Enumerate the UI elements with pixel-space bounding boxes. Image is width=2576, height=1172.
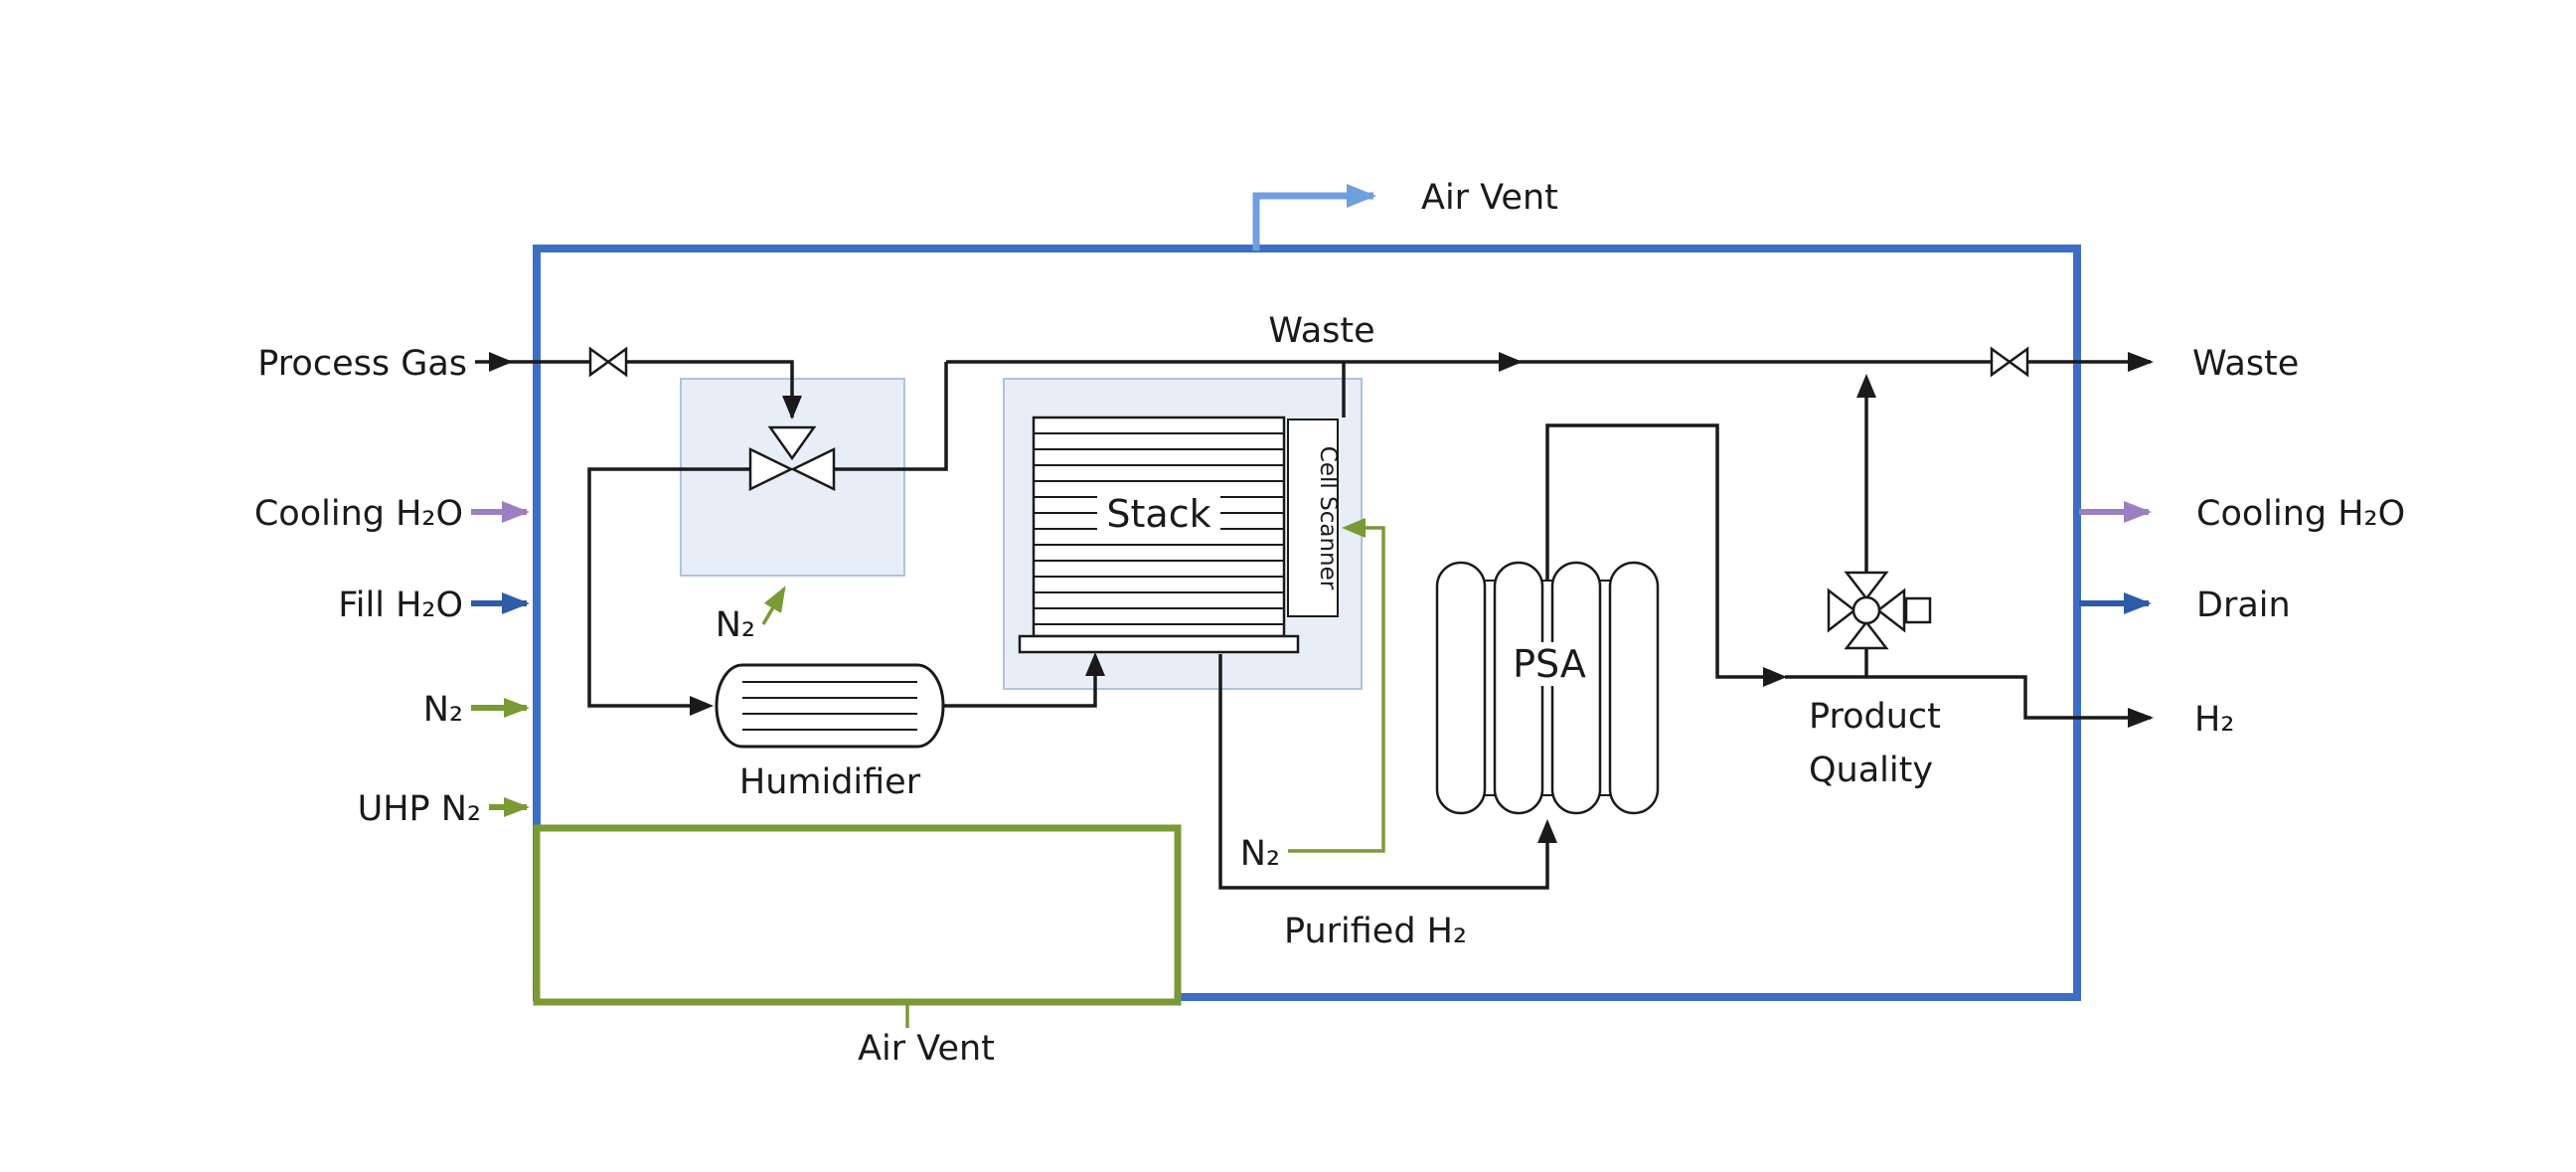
waste-valve-icon bbox=[1990, 346, 2029, 378]
humidifier-to-stack-line bbox=[943, 676, 1097, 708]
air-vent-box bbox=[533, 824, 1182, 1006]
h2-outlet-line bbox=[1785, 675, 2154, 728]
n2-in-label: N₂ bbox=[423, 690, 463, 730]
arrowhead bbox=[1763, 667, 1787, 687]
process-gas-label: Process Gas bbox=[257, 344, 467, 384]
cell-scanner-label: Cell Scanner bbox=[1315, 446, 1341, 590]
arrowhead bbox=[782, 396, 802, 419]
stack-label-bg bbox=[1097, 489, 1220, 535]
process-gas-valve-icon bbox=[588, 346, 628, 378]
waste-header-label: Waste bbox=[1268, 311, 1374, 351]
psa-vessel bbox=[1550, 561, 1602, 815]
air-vent-top-line bbox=[1252, 184, 1376, 251]
valves bbox=[588, 346, 2029, 650]
system-enclosure-border bbox=[533, 245, 2081, 1001]
cooling-h2o-out-label: Cooling H₂O bbox=[2196, 494, 2405, 534]
n2-humidifier-label: N₂ bbox=[716, 605, 755, 645]
product-quality-label-line1: Product bbox=[1809, 697, 1941, 737]
flow-arrowheads bbox=[489, 352, 1876, 843]
psa-vessel bbox=[1435, 561, 1487, 815]
cell-scanner-box bbox=[1287, 419, 1339, 617]
psa-vessel bbox=[1608, 561, 1660, 815]
purified-h2-line bbox=[1218, 654, 1549, 890]
uhp-n2-label: UHP N₂ bbox=[358, 789, 481, 829]
humidifier-vessel bbox=[715, 663, 945, 749]
air-vent-bottom-label: Air Vent bbox=[858, 1029, 995, 1069]
stack-assembly bbox=[1018, 416, 1339, 654]
black-piping bbox=[475, 352, 2154, 890]
stack-end-plate bbox=[1018, 634, 1300, 654]
h2-out-label: H₂ bbox=[2194, 700, 2234, 740]
stack-label: Stack bbox=[1106, 492, 1210, 536]
arrowhead bbox=[1342, 518, 1366, 538]
arrowhead bbox=[1085, 652, 1105, 676]
product-quality-valve-icon bbox=[1827, 571, 1932, 650]
stack-plates bbox=[1034, 432, 1284, 625]
air-vent-top-label: Air Vent bbox=[1421, 178, 1558, 218]
waste-out-label: Waste bbox=[2192, 344, 2299, 384]
fill-h2o-label: Fill H₂O bbox=[338, 586, 463, 625]
psa-product-line bbox=[1545, 423, 1763, 679]
arrowhead bbox=[1537, 819, 1557, 843]
bypass-to-waste-line bbox=[834, 362, 948, 471]
psa-vessel bbox=[1493, 561, 1544, 815]
psa-label: PSA bbox=[1513, 642, 1586, 686]
psa-label-bg bbox=[1503, 642, 1596, 686]
arrowhead bbox=[489, 352, 513, 372]
psa-unit bbox=[1435, 561, 1660, 815]
arrowhead bbox=[1499, 352, 1523, 372]
arrowhead bbox=[690, 696, 714, 716]
three-way-valve-icon bbox=[748, 425, 836, 492]
drain-label: Drain bbox=[2196, 586, 2291, 625]
n2-stack-label: N₂ bbox=[1240, 834, 1280, 874]
bypass-to-humidifier-line bbox=[587, 467, 750, 708]
psa-manifold-ticks bbox=[1485, 580, 1610, 796]
n2-to-stack-line bbox=[1288, 526, 1385, 853]
product-quality-label-line2: Quality bbox=[1809, 751, 1933, 790]
cooling-h2o-in-label: Cooling H₂O bbox=[254, 494, 463, 534]
nitrogen-piping bbox=[761, 526, 1385, 853]
n2-to-bypass-line bbox=[761, 586, 786, 625]
arrowhead bbox=[1856, 374, 1876, 398]
purified-h2-label: Purified H₂ bbox=[1284, 912, 1467, 951]
boundary-streams bbox=[471, 501, 2152, 817]
humidifier-label: Humidifier bbox=[739, 762, 921, 802]
humidifier-tubes bbox=[742, 681, 917, 731]
